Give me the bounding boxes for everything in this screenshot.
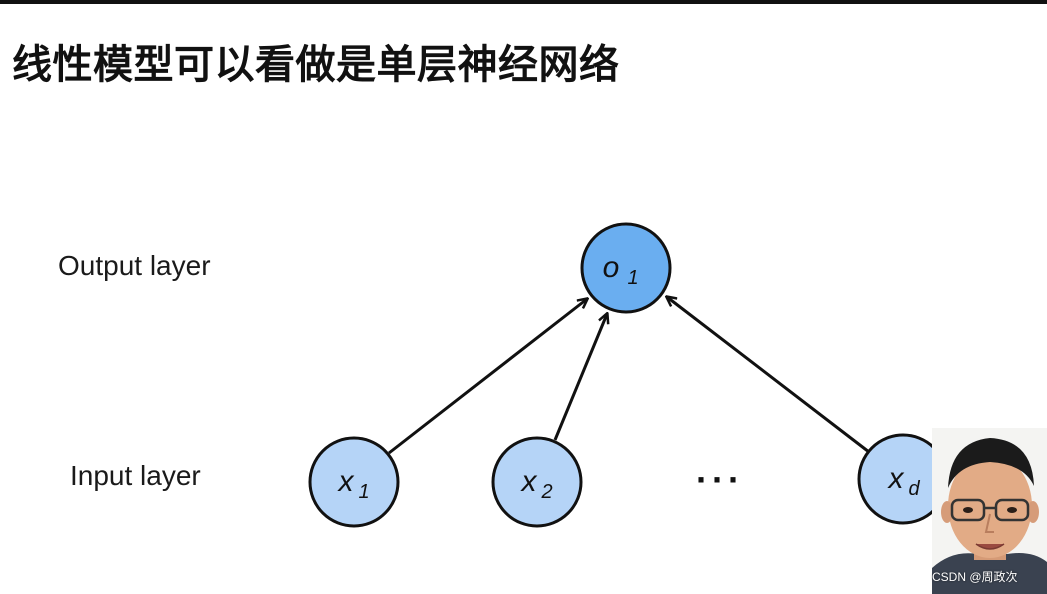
edge-xd-o1 bbox=[667, 297, 869, 452]
input-node-x2: x 2 bbox=[493, 438, 581, 526]
input-node-x1-base: x bbox=[337, 465, 355, 498]
output-node-base: o bbox=[603, 251, 620, 284]
input-node-x1: x 1 bbox=[310, 438, 398, 526]
input-node-xd-sub: d bbox=[908, 478, 920, 500]
output-node-o1: o 1 bbox=[582, 224, 670, 312]
edge-x1-o1 bbox=[389, 299, 587, 453]
edge-x2-o1 bbox=[555, 314, 607, 440]
input-node-x1-sub: 1 bbox=[358, 481, 369, 503]
output-node-sub: 1 bbox=[627, 267, 638, 289]
input-node-xd-base: x bbox=[887, 462, 905, 495]
watermark: CSDN @周政次 bbox=[932, 568, 1018, 585]
input-node-x2-sub: 2 bbox=[540, 481, 552, 503]
input-node-x2-base: x bbox=[520, 465, 538, 498]
input-ellipsis: ··· bbox=[696, 459, 744, 500]
